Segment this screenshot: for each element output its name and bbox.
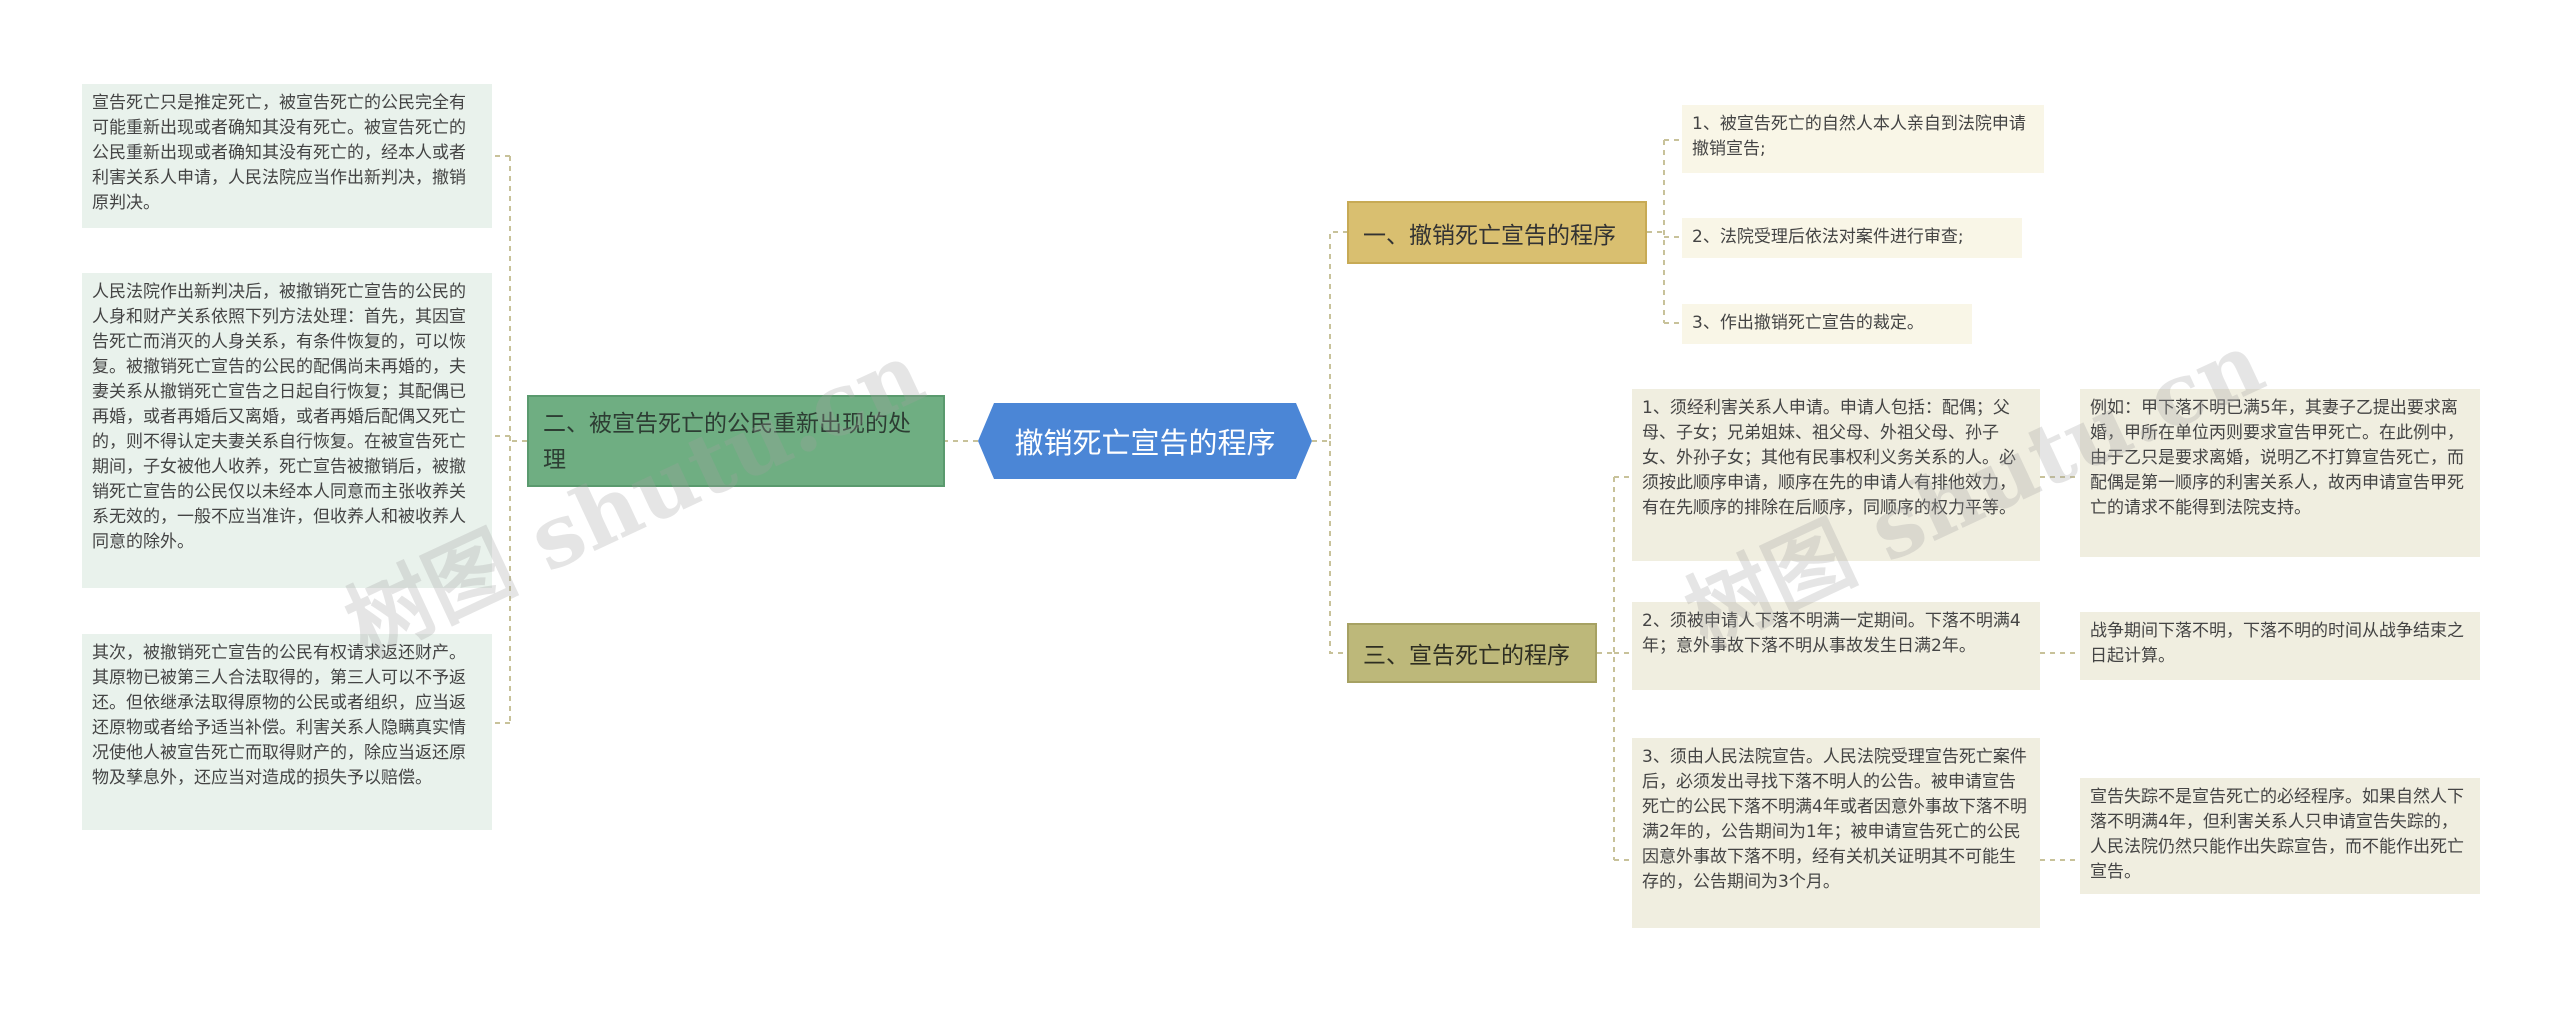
list-item[interactable]: 1、被宣告死亡的自然人本人亲自到法院申请撤销宣告;	[1682, 105, 2044, 173]
list-item[interactable]: 3、作出撤销死亡宣告的裁定。	[1682, 304, 1972, 344]
branch-label: 二、被宣告死亡的公民重新出现的处理	[543, 411, 911, 473]
branch-revoke-procedure[interactable]: 一、撤销死亡宣告的程序	[1347, 201, 1647, 264]
branch-label: 一、撤销死亡宣告的程序	[1363, 222, 1616, 249]
note-item[interactable]: 战争期间下落不明，下落不明的时间从战争结束之日起计算。	[2080, 612, 2480, 680]
list-item[interactable]: 1、须经利害关系人申请。申请人包括：配偶；父母、子女；兄弟姐妹、祖父母、外祖父母…	[1632, 389, 2040, 561]
center-topic[interactable]: 撤销死亡宣告的程序	[978, 403, 1312, 479]
note-item[interactable]: 宣告失踪不是宣告死亡的必经程序。如果自然人下落不明满4年，但利害关系人只申请宣告…	[2080, 778, 2480, 894]
list-item[interactable]: 其次，被撤销死亡宣告的公民有权请求返还财产。其原物已被第三人合法取得的，第三人可…	[82, 634, 492, 830]
branch-declaration-procedure[interactable]: 三、宣告死亡的程序	[1347, 623, 1597, 683]
branch-reappearance-handling[interactable]: 二、被宣告死亡的公民重新出现的处理	[527, 395, 945, 487]
list-item[interactable]: 2、须被申请人下落不明满一定期间。下落不明满4年；意外事故下落不明从事故发生日满…	[1632, 602, 2040, 690]
list-item[interactable]: 2、法院受理后依法对案件进行审查;	[1682, 218, 2022, 258]
center-topic-label: 撤销死亡宣告的程序	[1014, 426, 1276, 460]
item-text: 人民法院作出新判决后，被撤销死亡宣告的公民的人身和财产关系依照下列方法处理：首先…	[92, 282, 466, 552]
note-item[interactable]: 例如：甲下落不明已满5年，其妻子乙提出要求离婚，甲所在单位丙则要求宣告甲死亡。在…	[2080, 389, 2480, 557]
item-text: 3、作出撤销死亡宣告的裁定。	[1692, 313, 1924, 333]
note-text: 宣告失踪不是宣告死亡的必经程序。如果自然人下落不明满4年，但利害关系人只申请宣告…	[2090, 787, 2464, 882]
list-item[interactable]: 3、须由人民法院宣告。人民法院受理宣告死亡案件后，必须发出寻找下落不明人的公告。…	[1632, 738, 2040, 928]
item-text: 宣告死亡只是推定死亡，被宣告死亡的公民完全有可能重新出现或者确知其没有死亡。被宣…	[92, 93, 466, 213]
item-text: 2、须被申请人下落不明满一定期间。下落不明满4年；意外事故下落不明从事故发生日满…	[1642, 611, 2021, 656]
item-text: 1、须经利害关系人申请。申请人包括：配偶；父母、子女；兄弟姐妹、祖父母、外祖父母…	[1642, 398, 2016, 518]
list-item[interactable]: 人民法院作出新判决后，被撤销死亡宣告的公民的人身和财产关系依照下列方法处理：首先…	[82, 273, 492, 588]
item-text: 2、法院受理后依法对案件进行审查;	[1692, 227, 1964, 247]
item-text: 其次，被撤销死亡宣告的公民有权请求返还财产。其原物已被第三人合法取得的，第三人可…	[92, 643, 466, 788]
note-text: 例如：甲下落不明已满5年，其妻子乙提出要求离婚，甲所在单位丙则要求宣告甲死亡。在…	[2090, 398, 2464, 518]
branch-label: 三、宣告死亡的程序	[1363, 643, 1570, 669]
list-item[interactable]: 宣告死亡只是推定死亡，被宣告死亡的公民完全有可能重新出现或者确知其没有死亡。被宣…	[82, 84, 492, 228]
note-text: 战争期间下落不明，下落不明的时间从战争结束之日起计算。	[2090, 621, 2464, 666]
item-text: 3、须由人民法院宣告。人民法院受理宣告死亡案件后，必须发出寻找下落不明人的公告。…	[1642, 747, 2027, 892]
item-text: 1、被宣告死亡的自然人本人亲自到法院申请撤销宣告;	[1692, 114, 2026, 159]
